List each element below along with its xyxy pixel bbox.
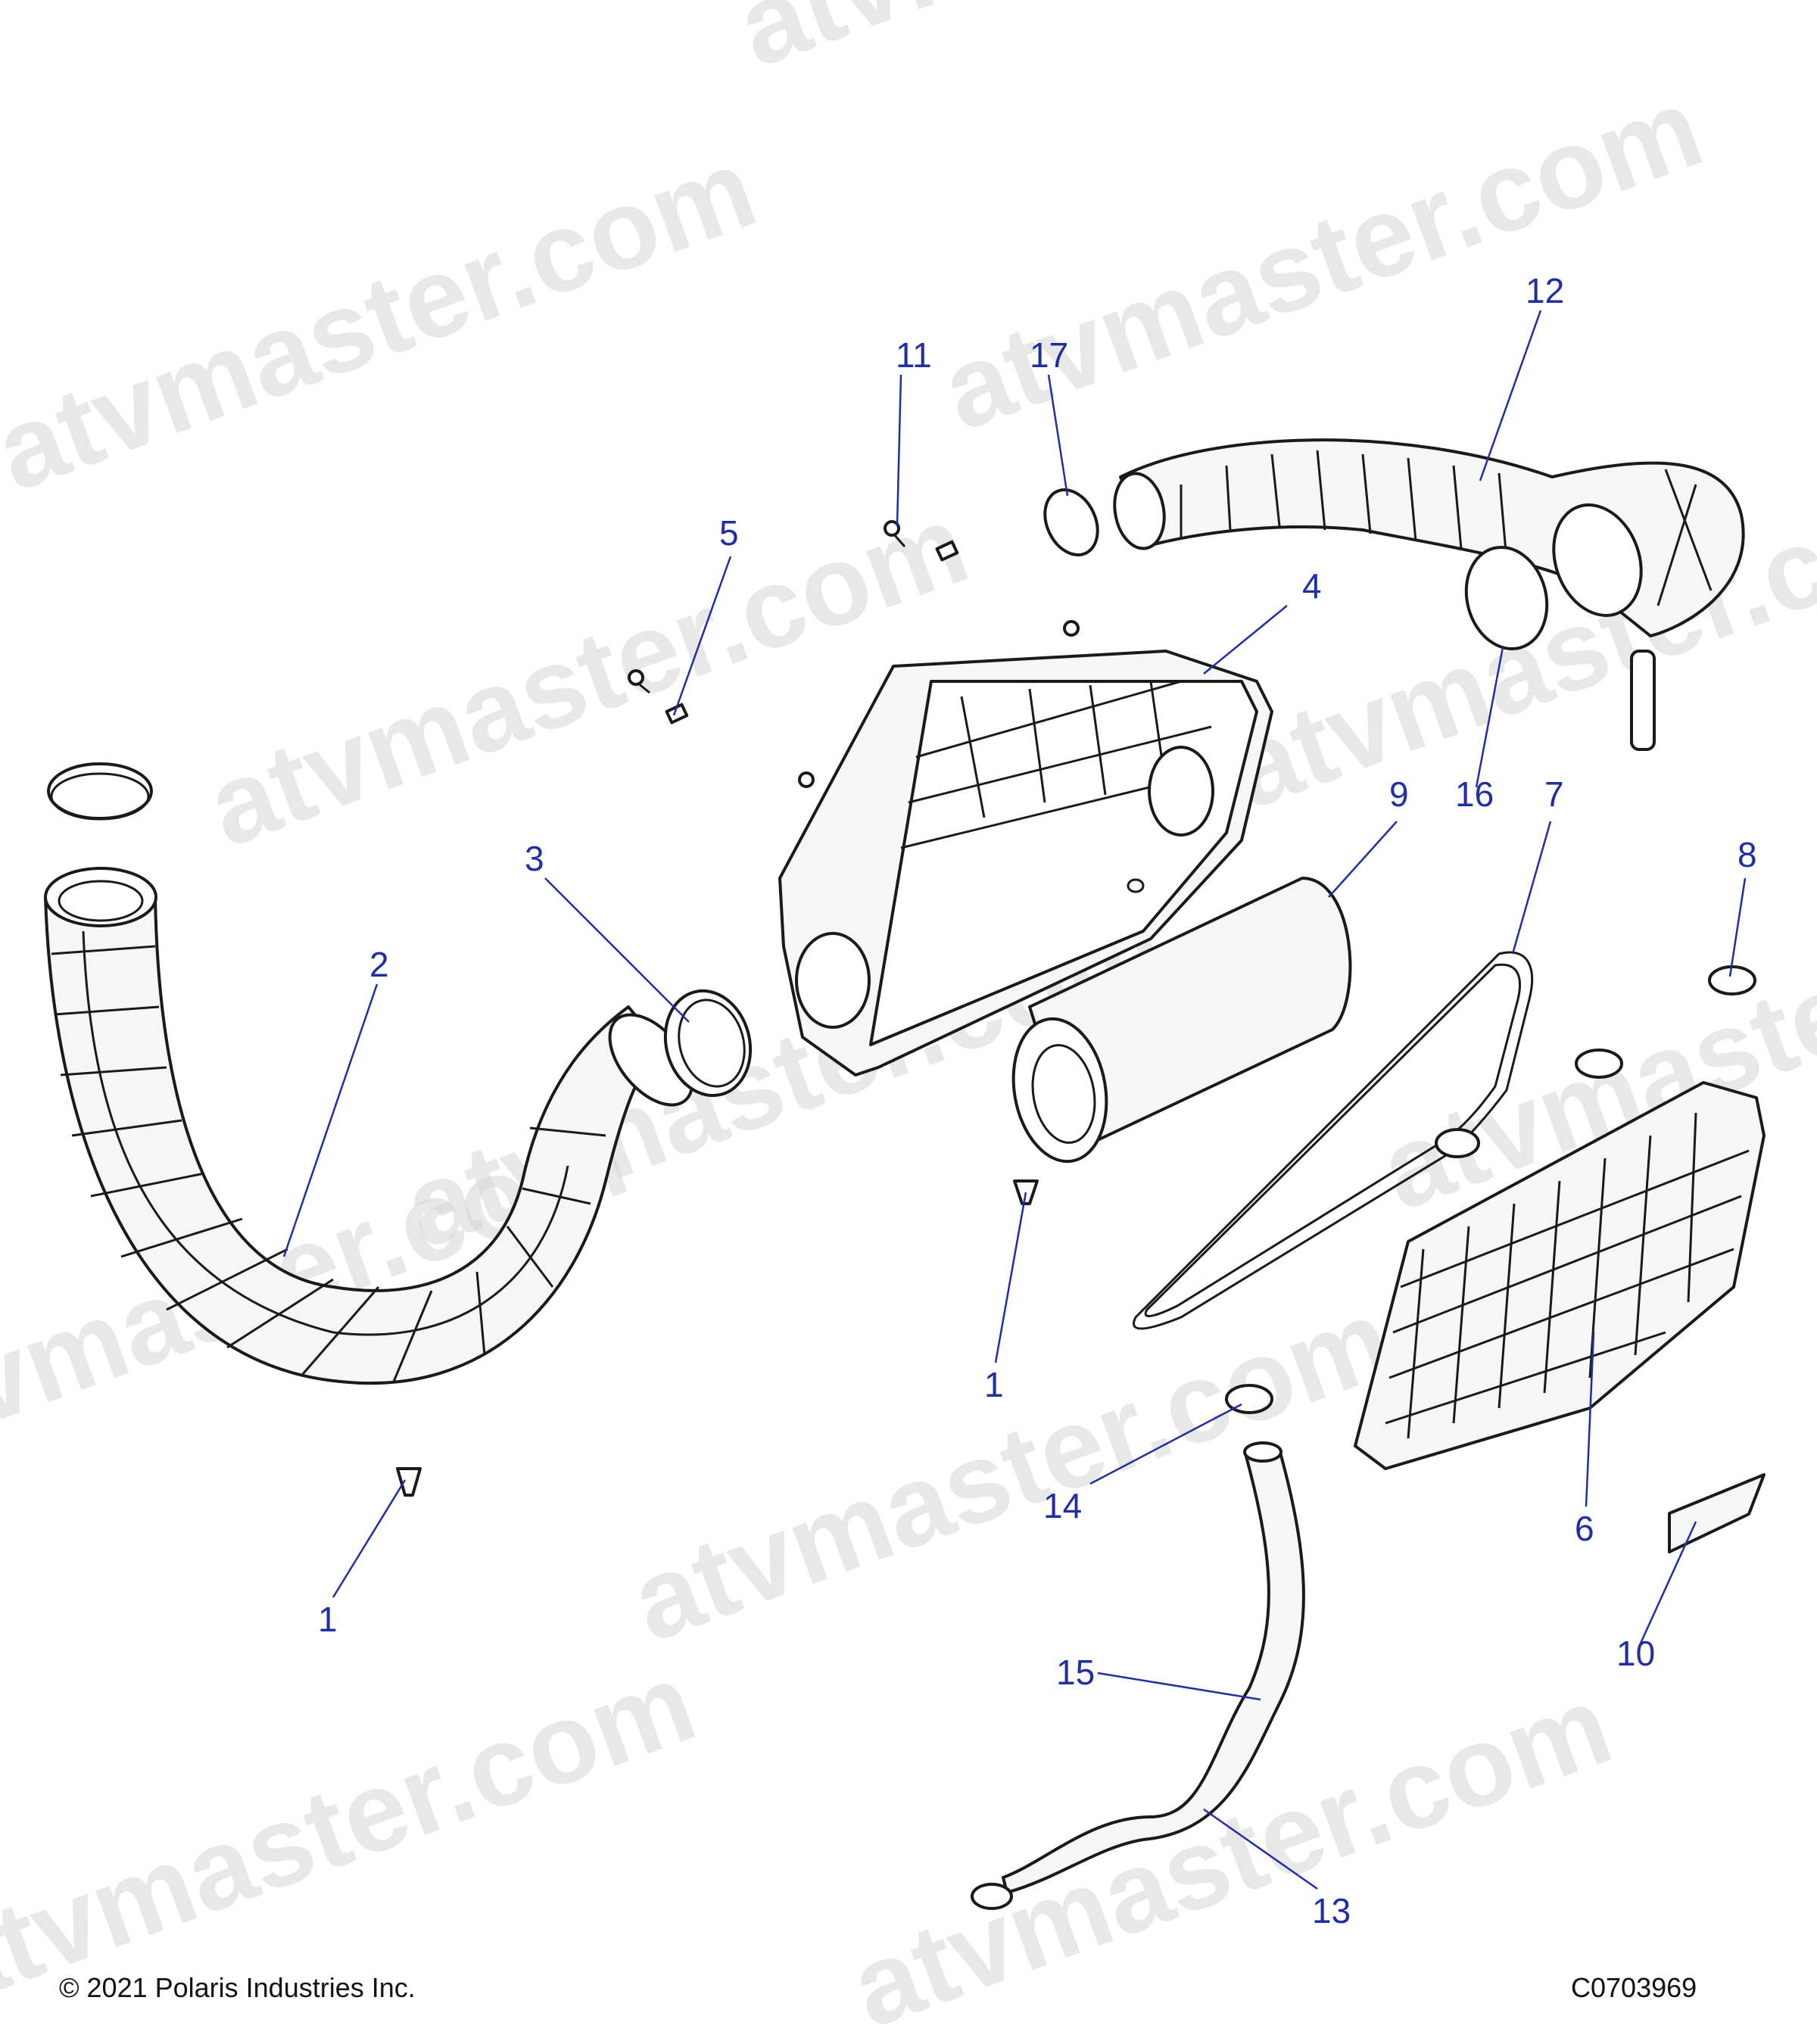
callout-10: 10 [1616,1634,1655,1673]
outlet-duct-part [1113,438,1745,751]
callout-9: 9 [1389,774,1409,814]
leader-lines [282,310,1747,1890]
callout-2: 2 [369,945,389,984]
callout-3: 3 [525,839,544,878]
callout-4: 4 [1302,566,1322,606]
copyright-text: © 2021 Polaris Industries Inc. [59,1972,416,2003]
clamp-part [1043,488,1099,556]
filter-end-cap [1011,1017,1108,1164]
callout-5: 5 [719,513,739,553]
callout-16: 16 [1455,774,1494,814]
clamp-part [663,989,753,1098]
callout-labels: 1 1 2 3 4 5 6 7 8 9 10 11 12 13 14 15 16… [318,271,1757,1930]
drain-tube [1630,650,1656,751]
diagram-code: C0703969 [1571,1972,1697,2003]
drain-hose-part [971,1384,1305,1910]
callout-11: 11 [896,335,932,375]
callout-12: 12 [1526,271,1564,310]
callout-7: 7 [1544,774,1564,814]
fasteners [396,520,1766,1553]
duct-opening [44,867,157,927]
watermark-text: atvmaster.com [722,0,1513,91]
watermark-text: atvmaster.com [835,1660,1626,2044]
filter-body [1028,877,1352,1152]
intake-duct-part [44,762,694,1385]
hose-body [1002,1448,1305,1894]
duct-body [1119,438,1745,637]
seal-part [1133,951,1534,1330]
callout-8: 8 [1738,835,1757,874]
callout-13: 13 [1312,1891,1351,1930]
clamp-ring [47,762,153,820]
callout-15: 15 [1056,1653,1095,1692]
callout-14: 14 [1043,1486,1082,1525]
watermark-text: atvmaster.com [926,63,1717,454]
air-box-port [795,932,871,1029]
air-filter-part [1011,877,1352,1164]
cover-part [1354,1081,1766,1470]
callout-6: 6 [1575,1509,1594,1548]
clamp-part [1464,545,1549,651]
hose-clamp [971,1883,1013,1910]
watermark-text: atvmaster.com [0,123,771,515]
air-box-part [778,650,1273,1077]
callout-1: 1 [318,1600,338,1639]
callout-17: 17 [1030,335,1068,375]
label-decal [1668,1473,1766,1553]
callout-1: 1 [984,1365,1004,1404]
air-box-port [1148,746,1214,837]
duct-outlet [1552,503,1643,617]
watermark-text: atvmaster.com [0,1637,710,2029]
